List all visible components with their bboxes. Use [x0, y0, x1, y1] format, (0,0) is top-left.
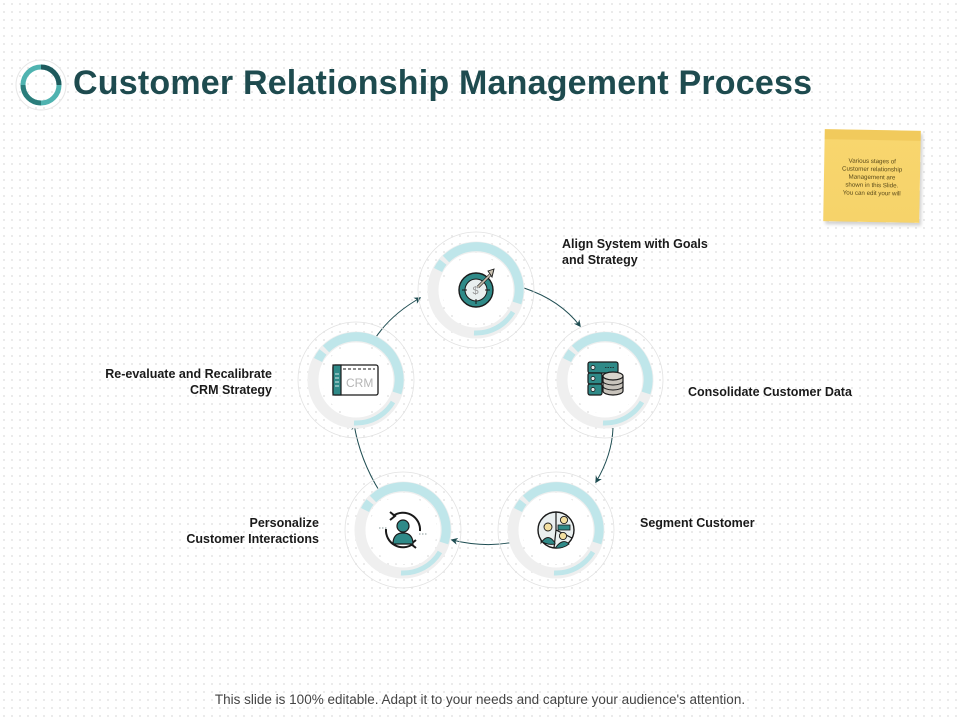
step-label-personalize: Personalize Customer Interactions — [186, 515, 319, 547]
footer-note: This slide is 100% editable. Adapt it to… — [214, 692, 746, 707]
step-label-reevaluate: Re-evaluate and Recalibrate CRM Strategy — [105, 366, 272, 398]
step-node-segment — [498, 472, 614, 588]
user-refresh-icon — [379, 511, 427, 549]
step-label-line: Consolidate Customer Data — [688, 385, 852, 399]
step-node-personalize — [345, 472, 461, 588]
arrow-consolidate-to-segment — [595, 427, 614, 484]
step-label-line: Segment Customer — [640, 516, 755, 530]
database-server-icon — [587, 361, 624, 396]
step-label-line: and Strategy — [562, 253, 638, 267]
step-node-reevaluate: CRM — [298, 322, 414, 438]
page-title: Customer Relationship Management Process — [73, 64, 813, 102]
step-label-align: Align System with Goals and Strategy — [562, 236, 708, 268]
arrow-reevaluate-to-align — [373, 297, 422, 341]
step-label-line: Re-evaluate and Recalibrate — [105, 367, 272, 381]
step-label-line: Personalize — [249, 516, 319, 530]
customer-segments-icon — [537, 511, 575, 549]
step-label-segment: Segment Customer — [640, 515, 755, 531]
step-label-line: Align System with Goals — [562, 237, 708, 251]
arrow-personalize-to-reevaluate — [351, 422, 381, 493]
arrow-align-to-consolidate — [523, 287, 581, 328]
step-node-consolidate — [547, 322, 663, 438]
step-node-align: $ — [418, 232, 534, 348]
svg-text:$: $ — [473, 285, 479, 297]
crm-window-icon: CRM — [332, 364, 379, 396]
title-ring-icon — [15, 59, 67, 111]
step-label-consolidate: Consolidate Customer Data — [688, 384, 852, 400]
target-dollar-icon: $ — [458, 268, 495, 308]
step-label-line: CRM Strategy — [190, 383, 272, 397]
crm-icon-text: CRM — [346, 376, 373, 390]
step-label-line: Customer Interactions — [186, 532, 319, 546]
arrow-segment-to-personalize — [450, 537, 515, 546]
